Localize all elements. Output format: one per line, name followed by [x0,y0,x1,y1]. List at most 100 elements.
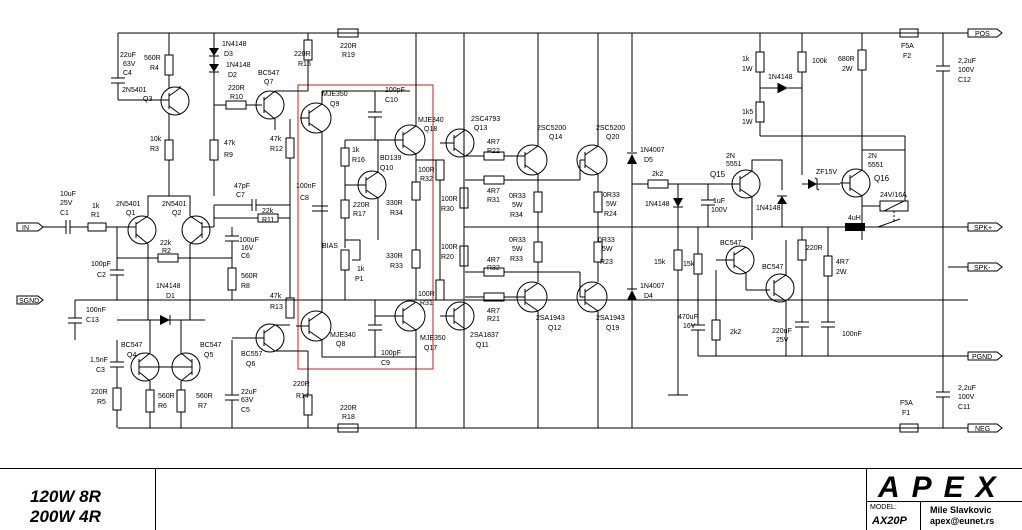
resistor-r22: 4R7 R22 [465,139,520,161]
svg-text:680R: 680R [838,56,855,63]
svg-text:220R: 220R [353,202,370,209]
svg-text:Q4: Q4 [127,352,136,359]
svg-text:220uF: 220uF [772,328,792,335]
svg-text:100k: 100k [812,58,828,65]
diode-1n4148-a: 1N4148 [645,184,683,250]
author-email: apex@eunet.rs [930,516,995,526]
svg-text:100uF: 100uF [239,237,259,244]
svg-text:470uF: 470uF [678,314,698,321]
svg-text:MJE350: MJE350 [322,91,348,98]
svg-text:63V: 63V [123,61,136,68]
svg-text:4R7: 4R7 [487,308,500,315]
diode-1n4148-b: 1N4148 [756,195,787,227]
resistor-r19: 220R R19 [337,28,359,59]
resistor-r33b: 0R33 5W R33 [509,237,543,282]
terminal-in: IN [16,222,44,232]
svg-text:220R: 220R [340,43,357,50]
svg-text:24V/16A: 24V/16A [880,192,907,199]
svg-text:560R: 560R [158,393,175,400]
svg-text:R2: R2 [162,248,171,255]
svg-text:BC547: BC547 [762,264,784,271]
svg-text:Q6: Q6 [246,361,255,368]
svg-text:F1: F1 [902,410,910,417]
diode-d1: 1N4148 D1 [117,283,205,325]
svg-text:Q20: Q20 [606,134,619,141]
transistor-q14: 2SC5200 Q14 [516,125,566,176]
svg-text:D3: D3 [224,51,233,58]
svg-text:R7: R7 [198,403,207,410]
resistor-r32: 100R R32 [416,159,445,227]
svg-text:1uF: 1uF [713,198,725,205]
svg-text:D5: D5 [644,157,653,164]
svg-text:100R: 100R [418,167,435,174]
svg-text:25V: 25V [60,200,73,207]
svg-text:F5A: F5A [901,43,914,50]
svg-text:BC547: BC547 [720,240,742,247]
resistor-r10: 220R R10 [179,85,262,110]
svg-text:Q19: Q19 [606,325,619,332]
svg-text:BIAS: BIAS [322,243,338,250]
capacitor-470uf: 470uF 16V [678,314,705,356]
relay-24v-16a: 24V/16A [862,150,909,228]
terminal-spk-minus: SPK- [967,262,1003,272]
svg-text:1k: 1k [352,147,360,154]
svg-text:15k: 15k [654,259,666,266]
svg-text:1N4148: 1N4148 [768,74,793,81]
svg-text:MJE340: MJE340 [418,117,444,124]
svg-text:R24: R24 [604,211,617,218]
capacitor-c13: 100nF C13 [68,300,106,340]
svg-text:BD139: BD139 [380,155,402,162]
resistor-2k2-a: 2k2 [632,171,740,189]
svg-text:1,5nF: 1,5nF [90,357,108,364]
capacitor-100nf-zobel: 100nF [821,321,862,356]
svg-text:C11: C11 [958,404,970,411]
resistor-r8: 560R R8 [227,267,258,300]
transistor-q5: BC547 Q5 [171,342,222,382]
svg-text:C7: C7 [236,192,245,199]
model-box [866,501,1022,530]
svg-text:C12: C12 [958,77,971,84]
model-divider [920,501,921,530]
resistor-r21: 4R7 R21 [465,292,520,323]
capacitor-c9: 100pF C9 [368,300,401,367]
svg-text:ZF15V: ZF15V [816,169,837,176]
diode-d4: 1N4007 D4 [627,227,665,428]
transistor-q12: 2SA1943 Q12 [516,281,565,332]
svg-text:560R: 560R [241,273,258,280]
amplifier-schematic: IN SGND POS SPK+ SPK- PGND NEG 10uF 25V … [16,28,1003,433]
svg-text:Q15: Q15 [710,170,726,179]
svg-text:SGND: SGND [19,298,39,305]
svg-text:100V: 100V [958,394,975,401]
svg-text:R31: R31 [487,197,500,204]
resistor-r34: 330R R34 [386,154,421,227]
resistor-220r-prot: 220R [797,227,823,261]
resistor-r16: 1k R16 [340,139,375,167]
transistor-q4: BC547 Q4 [121,342,160,382]
title-block: 120W 8R 200W 4R APEX MODEL: AX20P Mile S… [0,468,1022,530]
svg-text:Q14: Q14 [549,134,562,141]
fuse-f2: F5A F2 [899,28,919,60]
svg-text:R32: R32 [420,176,433,183]
resistor-r32b: 4R7 R32 [465,257,580,277]
transistor-q22: BC547 [762,264,795,303]
svg-text:2N5401: 2N5401 [122,87,147,94]
logo-box [866,469,1022,501]
transistor-q10: BD139 Q10 [345,155,402,200]
svg-text:R9: R9 [224,152,233,159]
resistor-r31: 100R R31 [418,227,445,307]
svg-text:22k: 22k [262,208,274,215]
svg-text:2SA1837: 2SA1837 [470,332,499,339]
transistor-q2: 2N5401 Q2 [162,201,214,245]
resistor-r2: 22k R2 [117,240,232,263]
svg-text:5551: 5551 [726,161,742,168]
svg-text:R10: R10 [230,94,243,101]
svg-text:R12: R12 [270,146,283,153]
svg-text:2SC5200: 2SC5200 [596,125,625,132]
svg-text:R20: R20 [441,254,454,261]
svg-text:R31: R31 [420,300,433,307]
svg-text:Q8: Q8 [336,341,345,348]
svg-text:220R: 220R [228,85,245,92]
svg-text:R18: R18 [342,414,355,421]
svg-text:C10: C10 [385,97,398,104]
terminal-pos: POS [967,28,1003,38]
